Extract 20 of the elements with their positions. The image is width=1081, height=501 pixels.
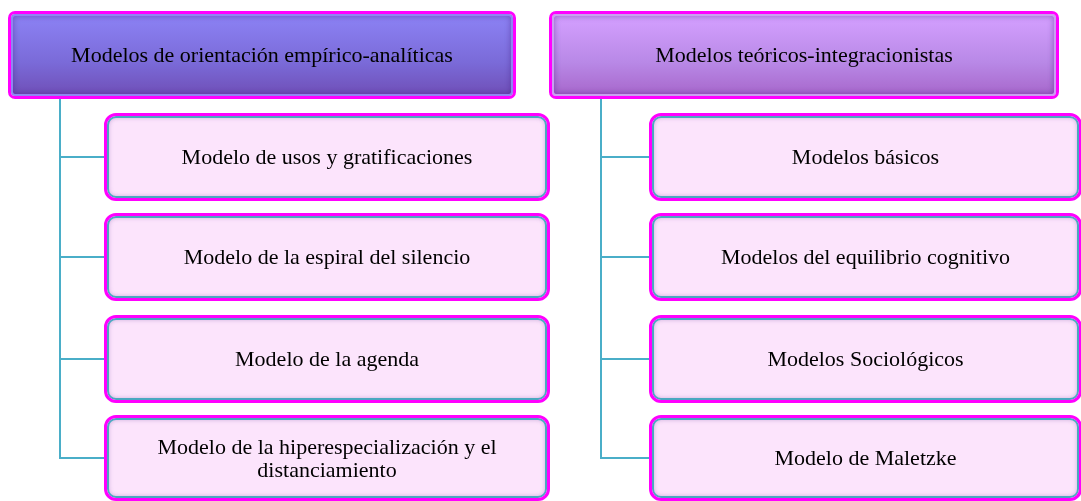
model-box — [652, 418, 1079, 498]
box-text: Modelo de la espiral del silencio — [183, 245, 471, 269]
box-text: Modelos Sociológicos — [767, 347, 964, 371]
box-text: Modelo de la hiperespecialización y el distanciamiento — [156, 434, 498, 482]
box-text: Modelos de orientación empírico-analíticas — [71, 43, 453, 67]
model-box — [652, 318, 1079, 400]
model-box — [107, 216, 547, 298]
box-text: Modelo de usos y gratificaciones — [181, 145, 473, 169]
model-box — [107, 116, 547, 198]
model-box — [107, 318, 547, 400]
model-box — [652, 116, 1079, 198]
category-header-box — [11, 14, 513, 96]
category-header-box — [552, 14, 1056, 96]
box-text: Modelos del equilibrio cognitivo — [721, 245, 1010, 269]
box-text: Modelo de la agenda — [235, 347, 419, 371]
model-box — [652, 216, 1079, 298]
box-text: Modelos básicos — [791, 145, 940, 169]
box-text: Modelo de Maletzke — [774, 446, 957, 470]
model-box — [107, 418, 547, 498]
box-text: Modelos teóricos-integracionistas — [655, 43, 953, 67]
